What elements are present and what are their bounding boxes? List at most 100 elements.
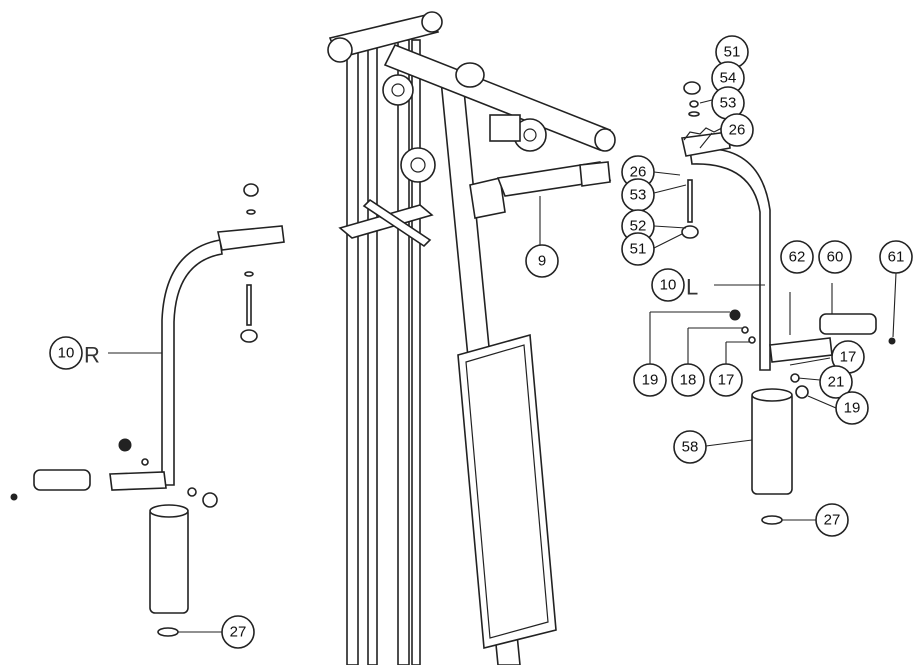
left-upright-back (367, 39, 378, 665)
svg-text:17: 17 (718, 372, 735, 389)
arm-handle-grip-26 (681, 131, 731, 157)
svg-text:51: 51 (724, 44, 741, 61)
callout-21: 21 (819, 365, 853, 399)
callout-26-left: 26 (621, 155, 655, 189)
callout-58: 58 (673, 430, 707, 464)
knob-51-top (683, 81, 701, 95)
svg-text:61: 61 (888, 249, 905, 266)
svg-text:62: 62 (789, 249, 806, 266)
end-cap (10, 493, 18, 501)
roller-end-cap (157, 627, 179, 637)
callout-17-right: 17 (831, 340, 865, 374)
svg-text:10: 10 (58, 345, 75, 362)
svg-text:19: 19 (642, 372, 659, 389)
roller-pad (149, 507, 189, 614)
callout-61: 61 (879, 240, 913, 274)
roller-pad-top (751, 388, 793, 402)
bracket-plate-right (579, 161, 611, 187)
svg-text:19: 19 (844, 400, 861, 417)
svg-text:26: 26 (630, 164, 647, 181)
right-arm-assembly (10, 183, 285, 637)
washer-dark (118, 438, 132, 452)
washer-small (141, 458, 149, 466)
seat-carriage-slat (362, 198, 432, 248)
callout-9: 9 (525, 244, 559, 278)
handle-foam-60 (819, 313, 877, 335)
right-upright-front (397, 39, 410, 665)
knob-upper (243, 183, 259, 197)
svg-text:52: 52 (630, 218, 647, 235)
bolt-52 (687, 179, 693, 223)
svg-text:9: 9 (538, 253, 546, 270)
pivot-bracket (489, 114, 521, 142)
knob-19 (795, 385, 809, 399)
svg-text:R: R (84, 343, 100, 368)
svg-text:10: 10 (660, 277, 677, 294)
bracket-plate-left (469, 177, 506, 219)
knob-51 (681, 225, 699, 239)
svg-text:17: 17 (840, 349, 857, 366)
callout-60: 60 (818, 240, 852, 274)
washer-top (246, 209, 256, 215)
svg-text:21: 21 (828, 374, 845, 391)
callout-26-top: 26 (720, 113, 754, 147)
callout-18: 18 (671, 363, 705, 397)
svg-text:18: 18 (680, 372, 697, 389)
end-cap-61 (888, 337, 896, 345)
washer-pin (187, 487, 197, 497)
callout-10R: 10 R (49, 336, 100, 370)
callout-27-right: 27 (815, 503, 849, 537)
spacer-54 (689, 100, 699, 108)
svg-text:27: 27 (824, 512, 841, 529)
middle-pulley (400, 147, 436, 183)
crossbar-end-cap-right (421, 11, 443, 33)
arm-tube-10R (161, 239, 223, 486)
callout-19-left: 19 (633, 363, 667, 397)
callout-51-top: 51 (715, 35, 749, 69)
svg-text:L: L (686, 275, 698, 300)
right-upright-back (411, 39, 421, 665)
center-frame (327, 11, 616, 665)
washer-17 (748, 336, 756, 344)
handle-tube-62 (769, 337, 833, 363)
washer-21 (790, 373, 800, 383)
washer-19 (729, 309, 741, 321)
roller-pad-58 (751, 391, 793, 495)
svg-text:53: 53 (630, 187, 647, 204)
svg-text:51: 51 (630, 241, 647, 258)
backrest-pad (457, 333, 557, 650)
callout-10L: 10 L (651, 268, 698, 302)
upper-pulley (382, 74, 414, 106)
crossbar-end-cap-left (327, 37, 353, 63)
svg-text:58: 58 (682, 439, 699, 456)
washer-bottom (244, 271, 254, 277)
left-upright-front (346, 39, 359, 665)
svg-text:54: 54 (720, 70, 737, 87)
callout-54: 54 (711, 61, 745, 95)
callout-51-left: 51 (621, 232, 655, 266)
roller-end-cap-27 (761, 515, 783, 525)
callout-17-left: 17 (709, 363, 743, 397)
svg-text:26: 26 (729, 122, 746, 139)
callout-27-left: 27 (221, 615, 255, 649)
arm-handle-grip (217, 225, 285, 251)
roller-pad-top-r (149, 504, 189, 518)
middle-pulley-hub (410, 157, 426, 173)
callout-19-right: 19 (835, 391, 869, 425)
washer-53 (688, 111, 700, 117)
washer-18 (741, 326, 749, 334)
svg-text:27: 27 (230, 624, 247, 641)
callout-bubbles: 51 54 53 26 26 53 52 51 (49, 35, 913, 649)
bolt (246, 284, 252, 326)
knob-lower (240, 329, 258, 343)
upper-pulley-hub (391, 83, 405, 97)
pop-pin-knob (202, 492, 218, 508)
pivot-arm-end (594, 128, 616, 152)
callout-62: 62 (780, 240, 814, 274)
handle-tube (109, 471, 167, 491)
svg-text:53: 53 (720, 95, 737, 112)
svg-text:60: 60 (827, 249, 844, 266)
handle-foam (33, 469, 91, 491)
